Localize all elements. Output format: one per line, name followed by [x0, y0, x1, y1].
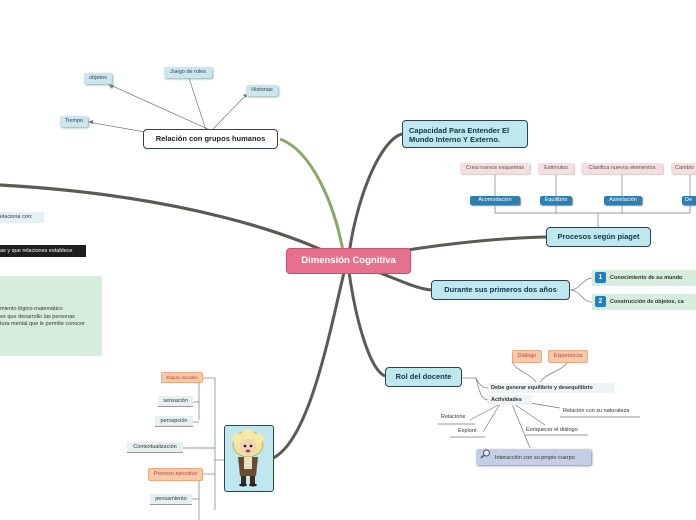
subtopic-historias[interactable]: Historias — [246, 85, 278, 96]
bl-pensamiento[interactable]: pensamiento — [150, 494, 192, 505]
piaget-acomodacion[interactable]: Acomodación — [470, 196, 520, 205]
rol-leaf-naturaleza[interactable]: Relación con su naturaleza — [563, 408, 630, 414]
left-green-line-1: miento lógico-matemático — [0, 306, 63, 312]
number-1-icon: 1 — [595, 272, 606, 284]
piaget-top-estimulos[interactable]: Estimulos — [538, 163, 574, 174]
rol-actividades[interactable]: Actividades — [488, 395, 532, 405]
rol-equilibrio[interactable]: Debe generar equilibrio y desequilibrio — [488, 383, 614, 393]
bl-proceso-ejecutivo[interactable]: Proceso ejecutivo — [148, 468, 203, 481]
capacidad-line-2: Mundo Interno Y Externo. — [409, 135, 500, 144]
rol-interaccion[interactable]: Interacción con su propio cuerpo — [476, 449, 591, 465]
central-topic[interactable]: Dimensión Cognitiva — [286, 248, 411, 274]
piaget-top-cambio[interactable]: Cambio — [671, 163, 696, 174]
rol-leaf-enriquecer[interactable]: Enriquecer el diálogo — [526, 427, 578, 433]
subtopic-juego-roles[interactable]: Juego de roles — [164, 67, 212, 78]
piaget-top-clasifica[interactable]: Clasifica nuevos elementos — [581, 163, 663, 174]
piaget-asimilacion[interactable]: Asimilación — [604, 196, 642, 205]
left-relaciona[interactable]: elaciona con: — [0, 212, 44, 223]
primeros-item-1-text: Conocimiento de su mundo — [610, 275, 683, 281]
topic-rol-docente[interactable]: Rol del docente — [385, 367, 462, 387]
left-green-note[interactable]: miento lógico-matemático es que desarrol… — [0, 276, 102, 356]
rol-tag-dialogo[interactable]: Diálogo — [512, 350, 542, 363]
primeros-item-2[interactable]: 2 Construcción de objetos, ca — [592, 294, 696, 310]
piaget-top-crea[interactable]: Crea nuevos esquemas — [460, 163, 530, 174]
child-illustration[interactable] — [224, 425, 274, 492]
capacidad-line-1: Capacidad Para Entender El — [409, 126, 510, 135]
rol-tag-experiencia[interactable]: Experiencia — [548, 350, 588, 363]
rol-interaccion-text: Interacción con su propio cuerpo — [495, 454, 575, 461]
bl-sensacion[interactable]: sensación — [158, 396, 193, 407]
bl-etapas-iniciales[interactable]: Etapas iniciales — [161, 372, 203, 383]
rol-leaf-explore[interactable]: Exploré — [458, 428, 477, 434]
bl-percepcion[interactable]: percepción — [155, 416, 193, 427]
left-green-line-2: es que desarrollo las personas — [0, 313, 75, 320]
subtopic-tiempo[interactable]: Tiempo — [60, 116, 88, 127]
topic-relacion-grupos[interactable]: Relación con grupos humanos — [143, 129, 278, 149]
left-black-node[interactable]: as y que relaciones establece — [0, 245, 86, 257]
left-green-line-3: tura mental que le permite conocer — [0, 321, 85, 327]
subtopic-objetos[interactable]: objetos — [84, 73, 112, 84]
topic-procesos-piaget[interactable]: Procesos según piaget — [546, 227, 651, 247]
piaget-equilibrio[interactable]: Equilibrio — [540, 196, 572, 205]
topic-capacidad[interactable]: Capacidad Para Entender El Mundo Interno… — [402, 120, 528, 148]
primeros-item-1[interactable]: 1 Conocimiento de su mundo — [592, 270, 696, 286]
magnifier-icon — [480, 449, 491, 465]
bl-contextualizacion[interactable]: Contextualización — [127, 442, 183, 453]
rol-leaf-relacione[interactable]: Relacione — [441, 414, 466, 420]
piaget-de[interactable]: De — [682, 196, 696, 205]
primeros-item-2-text: Construcción de objetos, ca — [610, 299, 684, 305]
topic-primeros-dos-anos[interactable]: Durante sus primeros dos años — [431, 280, 570, 300]
child-illustration-icon — [232, 429, 264, 487]
number-2-icon: 2 — [595, 296, 606, 308]
